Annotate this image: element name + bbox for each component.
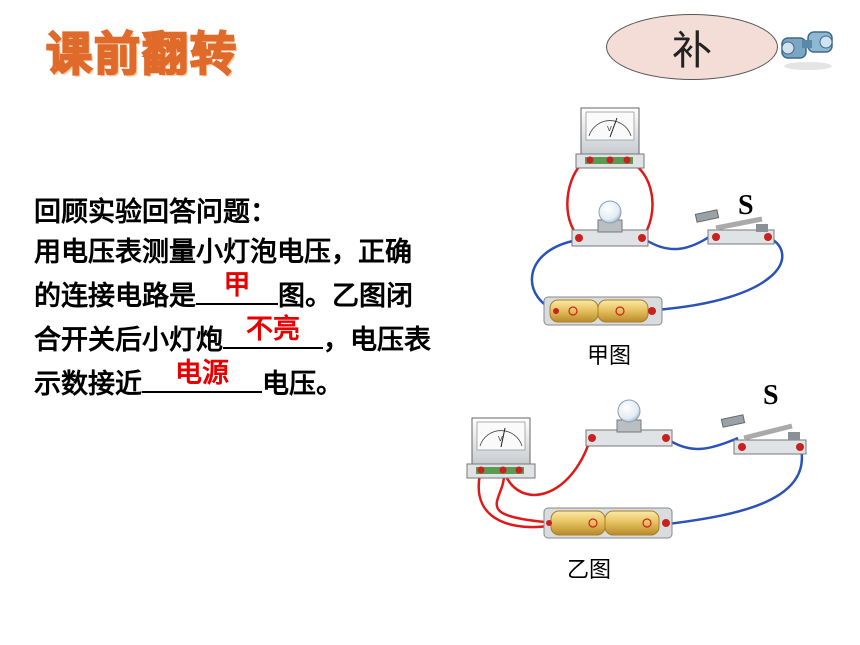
figure-b-switch-label: S [763,380,779,411]
question-line-2: 用电压表测量小灯泡电压，正确 [34,237,412,268]
figure-b-wire-red-2 [503,439,592,497]
answer-1: 甲 [223,270,251,301]
answer-blank-3: 电源 [142,358,262,393]
line3-suffix: 图。乙图闭 [278,281,413,312]
figure-a-label: 甲图 [587,344,632,369]
figure-b-battery [543,507,673,539]
figure-a-voltmeter-unit: V [607,125,612,133]
figure-b-circuit: V [466,399,807,539]
figure-a-wire-red-1 [566,158,587,239]
binoculars-icon [781,31,833,70]
figure-b-voltmeter-unit: V [498,435,503,443]
line4-prefix: 合开关后小灯炮 [34,325,223,356]
figure-b-wire-red-1 [495,473,546,524]
figure-b-bulb [585,399,673,447]
figure-b-label: 乙图 [567,558,612,583]
figure-a-bulb [571,200,649,247]
line5-prefix: 示数接近 [34,369,142,400]
question-line-5: 示数接近 电源 电压。 [34,358,514,405]
supplement-badge: 补 [606,14,778,80]
answer-3: 电源 [175,358,229,389]
figure-b-switch [720,414,807,455]
page-title: 课前翻转 [45,26,238,82]
line5-suffix: 电压。 [262,369,343,400]
answer-blank-1: 甲 [196,270,278,305]
answer-2: 不亮 [246,314,300,345]
figure-a-wire-red-2 [625,158,654,239]
question-block: 回顾实验回答问题： 用电压表测量小灯泡电压，正确 的连接电路是甲图。乙图闭 合开… [34,193,514,405]
question-line-3: 的连接电路是甲图。乙图闭 [34,270,514,317]
question-line-4: 合开关后小灯炮不亮 ，电压表 [34,314,514,361]
figure-a-wire-blue-2 [645,233,713,251]
figure-a-battery [543,296,663,326]
figure-b-wire-blue-2 [667,443,804,526]
figure-a-circuit: V [530,107,784,326]
figure-a-wire-blue-3 [654,236,784,312]
answer-blank-2: 不亮 [223,314,323,349]
line4-suffix: ，电压表 [323,325,431,356]
figure-a-switch [694,209,775,245]
figure-a-voltmeter: V [575,107,645,169]
figure-b-voltmeter: V [466,417,536,479]
figure-b-wire-blue-1 [665,436,739,451]
figure-a-switch-label: S [738,190,754,221]
line3-prefix: 的连接电路是 [34,281,196,312]
figure-b-wire-red-3 [477,473,549,529]
badge-label: 补 [672,28,712,74]
question-line-1: 回顾实验回答问题： [34,197,277,228]
